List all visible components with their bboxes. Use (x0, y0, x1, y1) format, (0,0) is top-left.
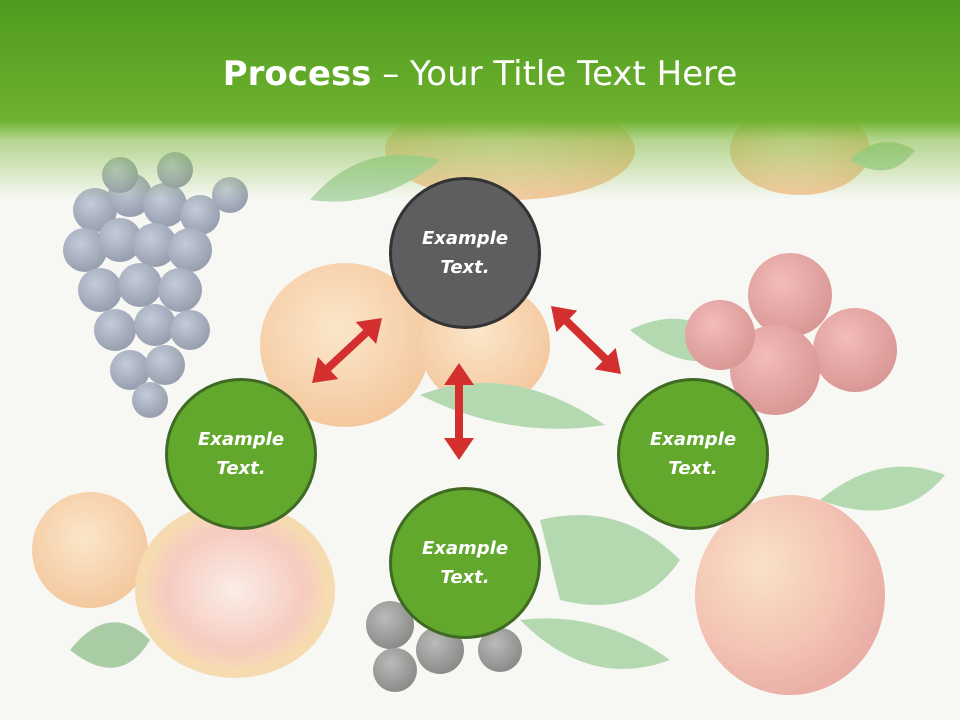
title-rest: – Your Title Text Here (371, 54, 738, 94)
node-left-line2: Text. (216, 458, 266, 479)
node-right: Example Text. (617, 378, 769, 530)
node-top-line2: Text. (440, 257, 490, 278)
node-left: Example Text. (165, 378, 317, 530)
title-bar: Process – Your Title Text Here (0, 0, 960, 200)
grape-cluster (63, 152, 248, 418)
node-bottom-line1: Example (421, 538, 509, 559)
node-right-line1: Example (649, 429, 737, 450)
arrow-top-left (312, 318, 382, 383)
node-left-line1: Example (197, 429, 285, 450)
node-top-line1: Example (421, 228, 509, 249)
title-bold: Process (222, 54, 372, 94)
arrow-top-right (551, 306, 621, 374)
node-bottom: Example Text. (389, 487, 541, 639)
slide-title: Process – Your Title Text Here (0, 52, 960, 96)
node-right-line2: Text. (668, 458, 718, 479)
arrow-vertical (444, 363, 474, 460)
node-bottom-line2: Text. (440, 567, 490, 588)
node-top: Example Text. (389, 177, 541, 329)
